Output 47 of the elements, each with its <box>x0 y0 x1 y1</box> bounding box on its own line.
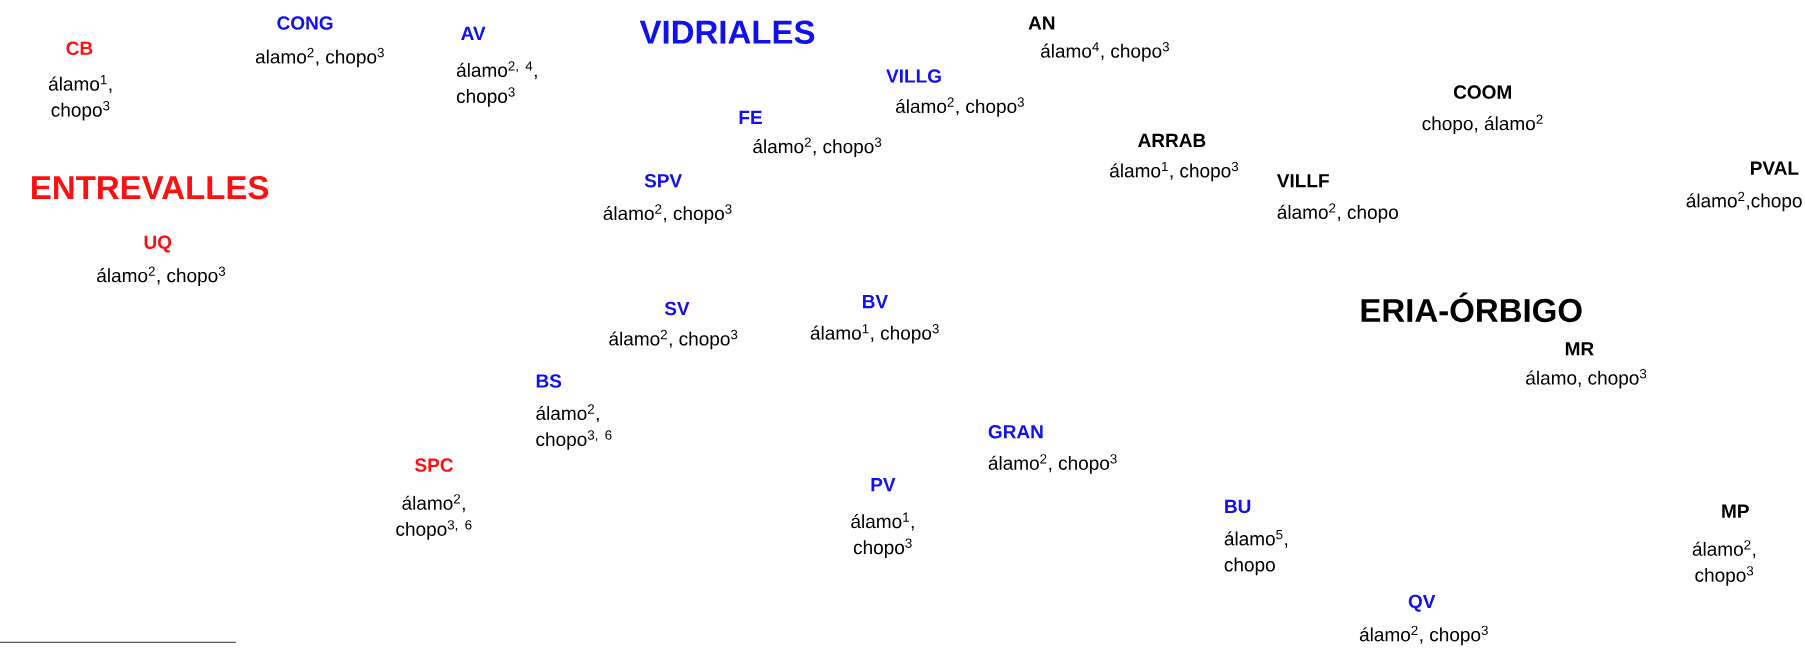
tree-note: álamo$^{2}$, chopo$^{3}$ <box>603 204 732 224</box>
tree-note: álamo$^{2, 4}$, chopo$^{3}$ <box>456 61 537 107</box>
tree-note: álamo$^{1}$, chopo$^{3}$ <box>810 324 939 344</box>
region-name: VIDRIALES <box>639 20 815 44</box>
tree-note: chopo, álamo$^{2}$ <box>1422 114 1543 135</box>
tree-note: álamo$^{5}$, chopo <box>1224 529 1288 576</box>
place-code: VILLF <box>1276 174 1329 188</box>
tree-note: álamo$^{1}$, chopo$^{3}$ <box>48 75 112 121</box>
place-code: SPV <box>644 173 682 188</box>
place-code: BS <box>536 374 562 388</box>
tree-note: álamo, chopo$^{3}$ <box>1526 368 1647 389</box>
tree-note: álamo$^{2}$,chopo <box>1686 191 1802 212</box>
place-code: AV <box>461 26 486 40</box>
tree-note: álamo$^{2}$, chopo$^{3}$ <box>609 329 738 350</box>
place-code: AN <box>1028 16 1055 30</box>
tree-note: álamo$^{2}$, chopo$^{3}$ <box>1692 540 1756 586</box>
region-name: ERIA-ÓRBIGO <box>1361 292 1582 323</box>
tree-note: álamo$^{4}$, chopo$^{3}$ <box>1040 42 1169 62</box>
place-code: PV <box>871 478 896 492</box>
tree-note: álamo$^{2}$, chopo$^{3}$ <box>1359 625 1488 646</box>
place-code: SPC <box>415 458 453 472</box>
place-code: GRAN <box>988 424 1043 439</box>
place-code: BU <box>1225 499 1251 514</box>
place-code: COOM <box>1453 85 1511 99</box>
place-code: QV <box>1408 594 1436 612</box>
tree-note: álamo$^{2}$, chopo$^{3}$ <box>97 266 226 287</box>
place-code: MR <box>1565 342 1594 356</box>
place-code: PVAL <box>1751 161 1799 175</box>
tree-note: álamo$^{1}$, chopo$^{3}$ <box>851 512 914 558</box>
place-code: UQ <box>144 235 172 253</box>
tree-note: alamo$^{2}$, chopo$^{3}$ <box>255 47 384 68</box>
tree-note: álamo$^{2}$, chopo$^{3}$ <box>988 454 1117 474</box>
place-code: FE <box>739 110 762 124</box>
place-code: BV <box>863 295 888 309</box>
tree-note: álamo$^{1}$, chopo$^{3}$ <box>1110 161 1239 182</box>
place-code: CONG <box>277 16 333 30</box>
region-name: ENTREVALLES <box>32 175 269 200</box>
tree-note: álamo$^{2}$, chopo$^{3, 6}$ <box>396 494 472 540</box>
place-code: VILLG <box>886 69 941 83</box>
place-code: CB <box>66 41 93 56</box>
place-code: ARRAB <box>1138 133 1206 147</box>
place-code: SV <box>664 301 690 316</box>
tree-note: álamo$^{2}$, chopo$^{3}$ <box>753 137 882 158</box>
tree-note: álamo$^{2}$, chopo$^{3}$ <box>896 97 1024 117</box>
tree-note: álamo$^{2}$, chopo$^{3, 6}$ <box>536 404 612 450</box>
place-code: MP <box>1722 504 1749 518</box>
tree-note: álamo$^{2}$, chopo <box>1277 203 1398 223</box>
